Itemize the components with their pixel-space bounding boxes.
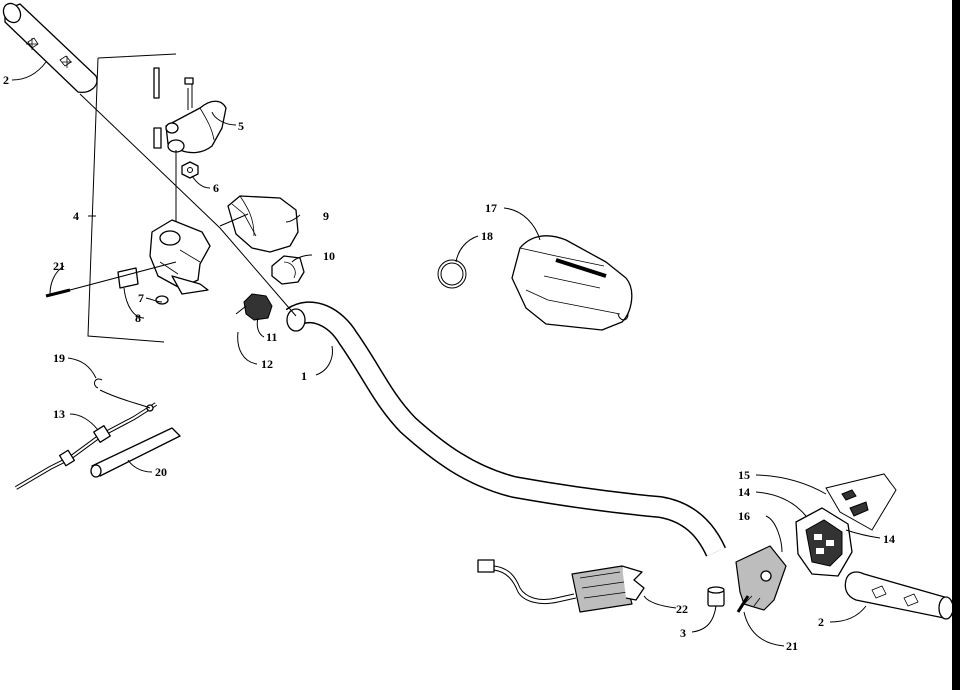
callout-13: 13 xyxy=(53,407,65,421)
callout-4: 4 xyxy=(73,209,79,223)
screw-right xyxy=(736,595,750,613)
callout-17: 17 xyxy=(485,201,497,215)
right-border xyxy=(952,0,960,690)
throttle-lever xyxy=(165,77,227,154)
callout-14-top: 14 xyxy=(738,485,750,499)
axis-line xyxy=(79,93,297,317)
throttle-cable xyxy=(14,402,158,490)
callout-2-right: 2 xyxy=(818,615,824,629)
callout-20: 20 xyxy=(155,465,167,479)
small-switch xyxy=(235,293,273,321)
callout-16: 16 xyxy=(738,509,750,523)
callout-1: 1 xyxy=(301,369,307,383)
callout-2-left: 2 xyxy=(3,73,9,87)
retaining-clip xyxy=(94,378,103,389)
callout-10: 10 xyxy=(323,249,335,263)
callout-14-right: 14 xyxy=(883,532,895,546)
housing-cover xyxy=(219,195,299,253)
callout-21-left: 21 xyxy=(53,259,65,273)
ring-clamp xyxy=(437,259,467,289)
assembly-bracket-line xyxy=(87,53,177,343)
clamp xyxy=(271,255,305,285)
cable-sleeve xyxy=(90,427,181,478)
callout-15: 15 xyxy=(738,468,750,482)
hand-guard xyxy=(511,235,633,331)
callout-7: 7 xyxy=(138,291,144,305)
screw-left xyxy=(45,261,177,298)
leader-lines xyxy=(11,61,881,647)
callout-labels: 2 5 6 4 21 7 8 9 10 11 12 1 19 13 20 17 … xyxy=(3,73,895,653)
callout-6: 6 xyxy=(213,181,219,195)
callout-18: 18 xyxy=(481,229,493,243)
left-grip xyxy=(2,2,98,93)
decal-sheet xyxy=(825,473,897,531)
callout-5: 5 xyxy=(238,119,244,133)
callout-11: 11 xyxy=(266,330,277,344)
callout-12: 12 xyxy=(261,357,273,371)
callout-21-right: 21 xyxy=(786,639,798,653)
handlebar-tube xyxy=(285,301,727,557)
pins xyxy=(153,67,162,149)
end-cap xyxy=(707,586,725,607)
callout-8: 8 xyxy=(135,311,141,325)
throttle-housing xyxy=(149,219,211,295)
switch-housing xyxy=(735,545,787,611)
right-grip xyxy=(844,571,952,620)
control-module xyxy=(795,507,853,577)
callout-22: 22 xyxy=(676,602,688,616)
callout-19: 19 xyxy=(53,351,65,365)
callout-3: 3 xyxy=(680,626,686,640)
callout-9: 9 xyxy=(323,209,329,223)
lock-nut xyxy=(181,161,199,179)
wiring-harness xyxy=(477,559,645,613)
